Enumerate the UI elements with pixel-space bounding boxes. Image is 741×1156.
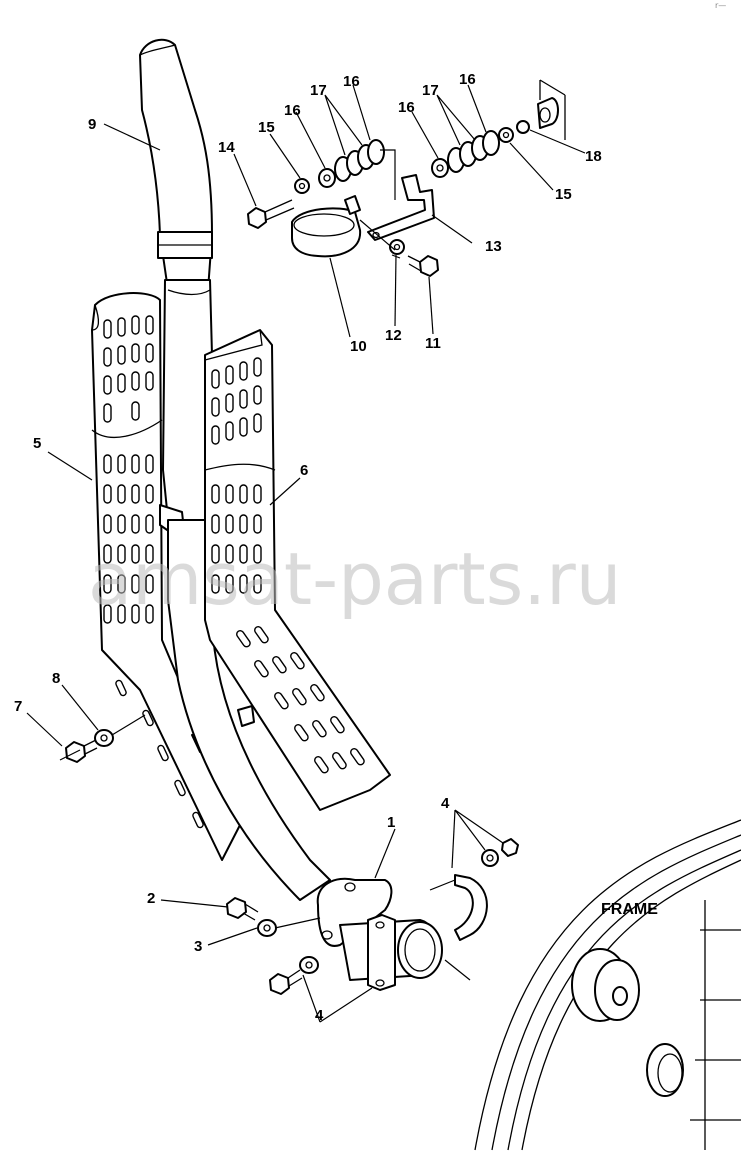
callout-6: 6 [300, 462, 308, 479]
callout-13: 13 [485, 238, 502, 255]
callout-3: 3 [194, 938, 202, 955]
callout-12: 12 [385, 327, 402, 344]
heat-guard-right-slots [211, 357, 365, 774]
callout-15-right: 15 [555, 186, 572, 203]
callout-8: 8 [52, 670, 60, 687]
spacer-18 [516, 79, 566, 140]
callout-5: 5 [33, 435, 41, 452]
callout-16-c: 16 [398, 99, 415, 116]
callout-11: 11 [425, 335, 441, 352]
callout-16-b: 16 [343, 73, 360, 90]
bolt-2 [226, 897, 259, 921]
callout-10: 10 [350, 338, 367, 355]
callout-4-upper: 4 [441, 795, 450, 812]
pipe-clamp [367, 874, 488, 991]
callout-15-left: 15 [258, 119, 275, 136]
bracket-13 [367, 174, 435, 241]
washer-12 [389, 239, 405, 255]
frame-hole [646, 1043, 684, 1097]
callout-7: 7 [14, 698, 22, 715]
bolt-4-lower [269, 956, 319, 995]
washer-15-right [498, 127, 514, 143]
washer-3 [257, 919, 277, 937]
frame [474, 819, 741, 1151]
callout-17-b: 17 [422, 82, 439, 99]
leader-lines [26, 84, 586, 1023]
callout-16-d: 16 [459, 71, 476, 88]
nut-4-upper [481, 838, 519, 867]
callout-9: 9 [88, 116, 96, 133]
callouts: 1 2 3 4 4 5 6 7 8 9 10 11 12 13 14 15 15… [14, 71, 602, 1024]
frame-label: FRAME [601, 901, 658, 918]
corner-mark: r— [715, 1, 726, 10]
callout-1: 1 [387, 814, 395, 831]
watermark: amsat-parts.ru [88, 537, 621, 621]
band-clamp-10 [291, 195, 362, 258]
callout-4-lower: 4 [315, 1007, 324, 1024]
heat-guard-right [204, 329, 391, 811]
bolt-14 [247, 199, 295, 229]
isolator-stack-right [431, 130, 500, 178]
callout-16-a: 16 [284, 102, 301, 119]
callout-18: 18 [585, 148, 602, 165]
callout-2: 2 [147, 890, 155, 907]
isolator-stack-left [318, 139, 385, 188]
stack-pipe [139, 38, 215, 521]
bolt-7 [65, 739, 98, 763]
washer-8 [94, 729, 114, 747]
heat-guard-left [91, 292, 241, 861]
frame-boss [571, 948, 640, 1022]
bolt-11 [407, 255, 439, 277]
callout-14: 14 [218, 139, 235, 156]
washer-15-left [294, 178, 310, 194]
callout-17-a: 17 [310, 82, 327, 99]
heat-guard-left-slots [103, 315, 204, 829]
